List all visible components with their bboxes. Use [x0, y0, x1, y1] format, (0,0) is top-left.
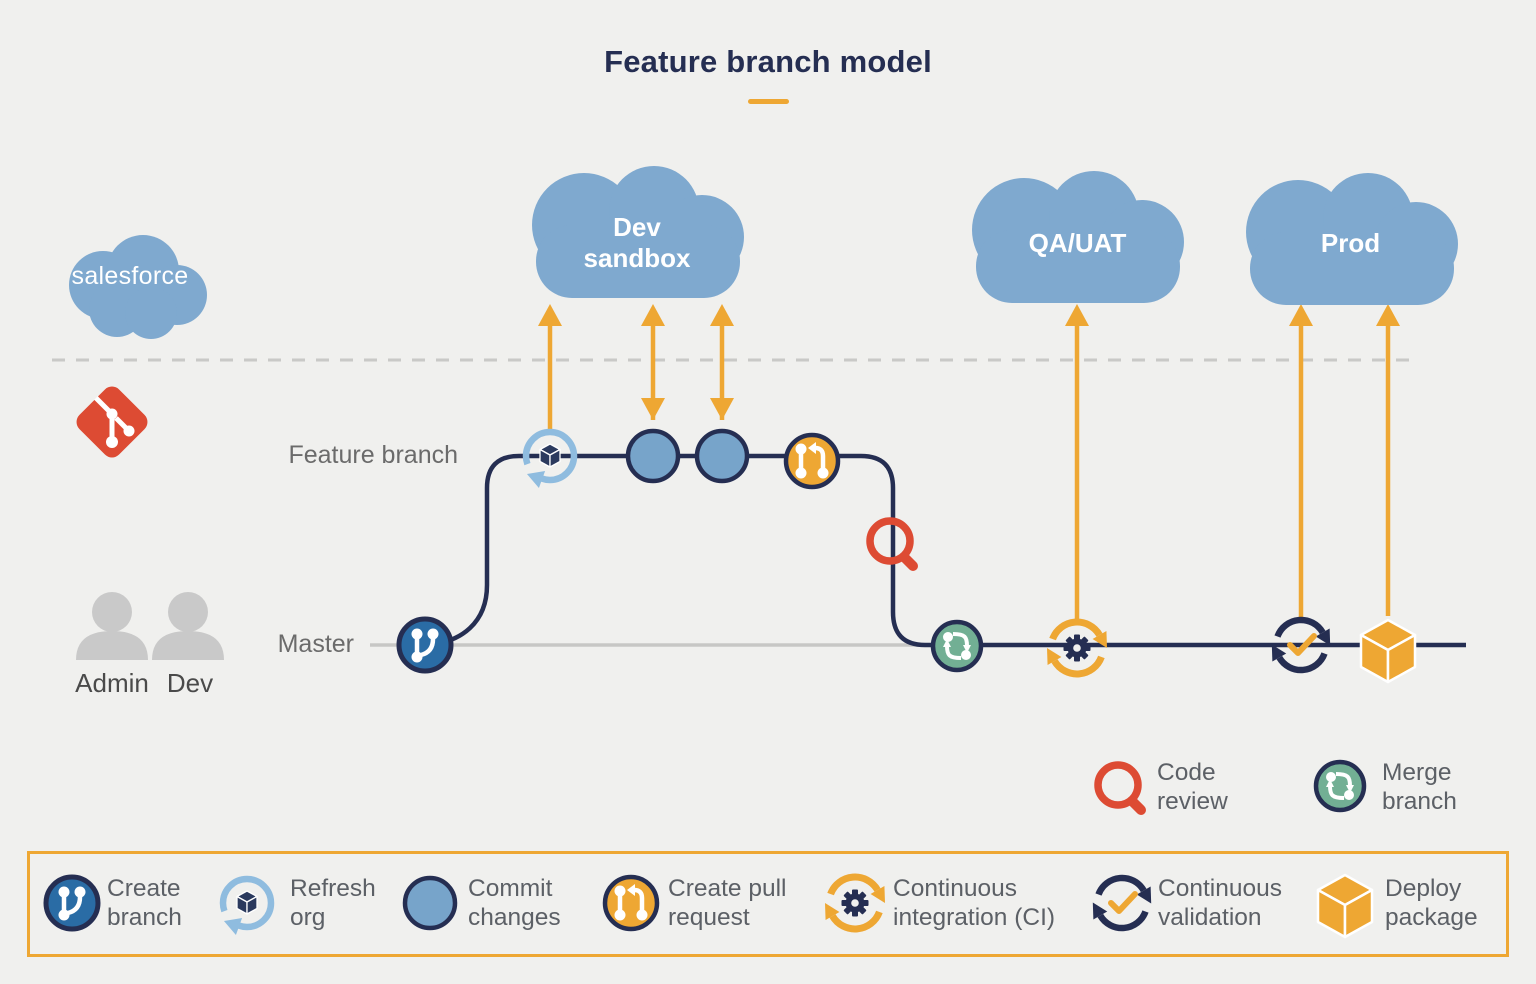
- prod-validation-arrow: [1289, 304, 1313, 617]
- dev-label: Dev: [166, 668, 214, 698]
- legend-label-deploy-package: Deploy package: [1385, 875, 1478, 931]
- legend-label-create-branch: Create branch: [107, 875, 182, 931]
- commit-sync-arrow-2: [710, 304, 734, 420]
- master-label: Master: [277, 630, 354, 658]
- page-title: Feature branch model: [604, 44, 932, 79]
- prod-deploy-arrow: [1376, 304, 1400, 616]
- legend-label-commit-changes: Commit changes: [468, 875, 561, 931]
- legend-label-continuous-validation: Continuous validation: [1158, 875, 1282, 931]
- feature-branch-label: Feature branch: [288, 441, 458, 469]
- title-underline: [748, 99, 789, 104]
- salesforce-logo-label: salesforce: [71, 262, 189, 290]
- refresh-org-arrow: [538, 304, 562, 429]
- create-branch-icon: [399, 619, 451, 671]
- legend-refresh-org-icon: [221, 879, 271, 935]
- prod-label: Prod: [1320, 228, 1381, 258]
- legend-commit-changes-icon: [405, 878, 455, 928]
- legend-create-branch-icon: [46, 877, 98, 929]
- legend-label-continuous-integration: Continuous integration (CI): [893, 875, 1056, 931]
- qa-uat-label: QA/UAT: [1028, 228, 1127, 258]
- legend-create-pull-request-icon: [605, 877, 657, 929]
- git-icon: [76, 386, 148, 458]
- admin-person-icon: [76, 592, 148, 660]
- dev-person-icon: [152, 592, 224, 660]
- salesforce-logo-cloud: [69, 235, 207, 339]
- refresh-org-icon: [524, 432, 574, 488]
- legend-deploy-package-icon: [1316, 873, 1374, 939]
- code-review-label: Code review: [1157, 759, 1228, 815]
- legend-label-refresh-org: Refresh org: [290, 875, 376, 931]
- continuous-integration-icon: [1040, 622, 1114, 674]
- commit-changes-icon: [697, 431, 747, 481]
- merge-branch-label: Merge branch: [1382, 759, 1457, 815]
- legend-bar: [27, 851, 1509, 957]
- feature-branch-line: [424, 453, 1466, 648]
- legend-label-create-pull-request: Create pull request: [668, 875, 787, 931]
- commit-sync-arrow-1: [641, 304, 665, 420]
- commit-changes-icon: [628, 431, 678, 481]
- qa-uat-deploy-arrow: [1065, 304, 1089, 623]
- merge-branch-icon: [933, 622, 981, 670]
- sync-arrows: [538, 304, 1400, 623]
- admin-label: Admin: [75, 668, 149, 698]
- merge-branch-legend-icon: [1316, 762, 1364, 810]
- legend-continuous-integration-icon: [818, 877, 892, 929]
- code-review-legend-icon: [1098, 765, 1141, 810]
- create-pull-request-icon: [786, 435, 838, 487]
- dev-sandbox-label: Dev sandbox: [583, 212, 691, 273]
- legend-continuous-validation-icon: [1086, 878, 1158, 928]
- deploy-package-icon: [1359, 618, 1417, 684]
